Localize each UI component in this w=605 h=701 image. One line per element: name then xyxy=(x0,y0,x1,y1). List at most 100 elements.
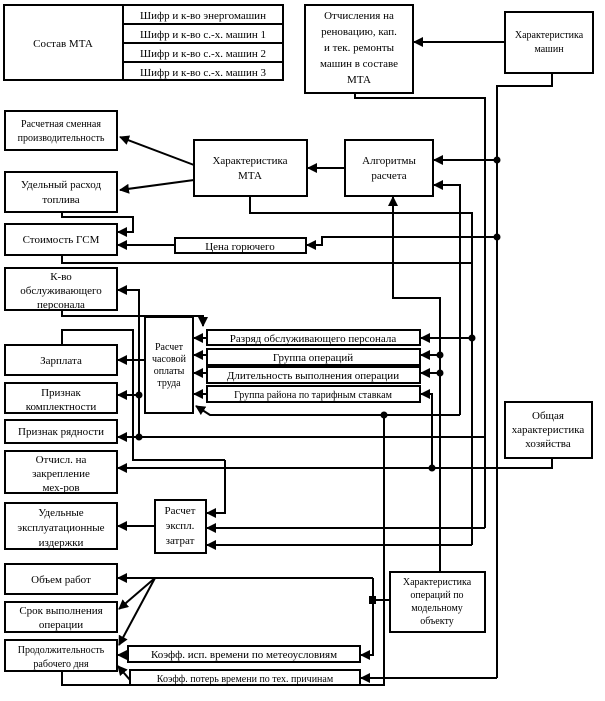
box-label: издержки xyxy=(39,537,84,549)
box-label: Объем работ xyxy=(31,574,91,586)
box-label: Общая xyxy=(532,410,564,422)
box-label: Коэфф. потерь времени по тех. причинам xyxy=(157,674,334,685)
operations-characteristics-box: Характеристика операций по модельному объек… xyxy=(389,571,486,633)
box-label: модельному xyxy=(411,603,463,614)
box-label: производительность xyxy=(18,133,105,144)
box-label: и тек. ремонты xyxy=(324,42,395,54)
fuel-rate-box: Удельный расход топлива xyxy=(4,171,118,213)
box-label: объекту xyxy=(420,616,453,627)
box-label: К-во xyxy=(50,271,72,283)
box-label: Признак xyxy=(41,387,81,399)
box-label: Алгоритмы xyxy=(362,155,416,167)
box-label: Группа района по тарифным ставкам xyxy=(234,390,392,401)
connectors xyxy=(61,37,553,686)
box-label: обслуживающего xyxy=(20,285,102,297)
box-label: Цена горючего xyxy=(205,241,275,253)
box-label: Удельные xyxy=(38,507,84,519)
shift-productivity-box: Расчетная сменная производительность xyxy=(4,110,118,151)
box-label: МТА xyxy=(347,74,371,86)
box-label: операций по xyxy=(410,590,463,601)
box-label: труда xyxy=(157,378,181,389)
box-label: экспл. xyxy=(166,520,195,532)
staff-count-box: К-во обслуживающего персонала xyxy=(4,267,118,311)
box-label: Характеристика xyxy=(515,30,584,41)
box-label: Зарплата xyxy=(40,355,82,367)
box-label: хозяйства xyxy=(525,438,571,450)
box-label: машин xyxy=(534,44,564,55)
farm-characteristics-box: Общая характеристика хозяйства xyxy=(504,401,593,459)
completeness-box: Признак комплектности xyxy=(4,382,118,414)
workday-box: Продолжительность рабочего дня xyxy=(4,639,118,672)
box-label: Расчетная сменная xyxy=(21,119,101,130)
loss-coefficient-box: Коэфф. потерь времени по тех. причинам xyxy=(129,669,361,686)
box-label: Удельный расход xyxy=(21,179,102,191)
salary-box: Зарплата xyxy=(4,344,118,376)
deductions-box: Отчисления на реновацию, кап. и тек. ремон… xyxy=(304,4,414,94)
box-label: Характеристика xyxy=(403,577,472,588)
composition-row: Шифр и к-во энергомашин xyxy=(140,10,266,22)
box-label: Срок выполнения xyxy=(19,605,102,617)
box-label: характеристика xyxy=(512,424,585,436)
composition-row: Шифр и к-во с.-х. машин 1 xyxy=(140,29,266,41)
box-label: машин в составе xyxy=(320,58,398,70)
box-label: эксплуатационные xyxy=(17,522,104,534)
fuel-price-box: Цена горючего xyxy=(174,237,307,254)
rows-sign-box: Признак рядности xyxy=(4,419,118,444)
box-label: оплаты xyxy=(154,366,185,377)
box-label: мех-ров xyxy=(42,482,79,494)
operating-costs-box: Удельные эксплуатационные издержки xyxy=(4,502,118,550)
box-label: затрат xyxy=(166,535,195,547)
box-label: Расчет xyxy=(165,505,196,517)
box-label: расчета xyxy=(371,170,406,182)
box-label: Длительность выполнения операции xyxy=(227,370,399,382)
box-label: рабочего дня xyxy=(33,659,89,670)
box-label: Стоимость ГСМ xyxy=(23,234,100,246)
box-label: Признак рядности xyxy=(18,426,104,438)
composition-title: Состав МТА xyxy=(33,38,93,50)
input-parameters: Разряд обслуживающего персонала Группа о… xyxy=(206,329,421,403)
machine-characteristics-box: Характеристика машин xyxy=(504,11,594,74)
composition-row: Шифр и к-во с.-х. машин 3 xyxy=(140,67,266,79)
box-label: Группа операций xyxy=(273,352,353,364)
box-label: Расчет xyxy=(155,342,184,353)
algorithms-box: Алгоритмы расчета xyxy=(344,139,434,197)
mta-composition-table: Состав МТА Шифр и к-во энергомашин Шифр … xyxy=(3,4,284,81)
box-label: Коэфф. исп. времени по метеоусловиям xyxy=(151,649,337,661)
operating-calc-box: Расчет экспл. затрат xyxy=(154,499,207,554)
box-label: Продолжительность xyxy=(18,645,105,656)
composition-row: Шифр и к-во с.-х. машин 2 xyxy=(140,48,266,60)
box-label: Отчисления на xyxy=(324,10,394,22)
box-label: МТА xyxy=(238,170,262,182)
box-label: реновацию, кап. xyxy=(321,26,397,38)
work-volume-box: Объем работ xyxy=(4,563,118,595)
box-label: Разряд обслуживающего персонала xyxy=(230,333,397,345)
box-label: топлива xyxy=(42,194,79,206)
weather-coefficient-box: Коэфф. исп. времени по метеоусловиям xyxy=(127,645,361,663)
box-label: комплектности xyxy=(26,401,97,413)
box-label: Отчисл. на xyxy=(36,454,87,466)
box-label: часовой xyxy=(152,354,187,365)
box-label: персонала xyxy=(37,299,85,311)
fuel-cost-box: Стоимость ГСМ xyxy=(4,223,118,256)
box-label: Характеристика xyxy=(212,155,287,167)
